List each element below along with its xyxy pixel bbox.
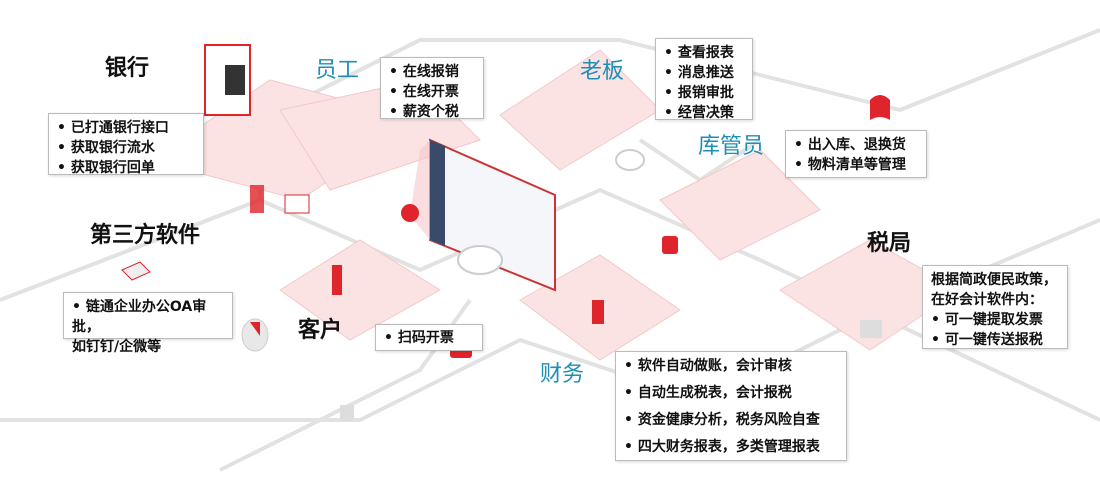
warehouse-tile (659, 149, 821, 261)
cloud-icon (457, 245, 503, 275)
boss-title: 老板 (580, 59, 625, 84)
employee-title: 员工 (315, 58, 360, 83)
shield-icon (662, 236, 678, 254)
database-icon (241, 318, 269, 352)
customer-person (332, 265, 342, 295)
employee-callout: 在线报销 在线开票 薪资个税 (380, 57, 484, 122)
warehouse-title: 库管员 (698, 134, 765, 159)
boss-callout: 查看报表 消息推送 报销审批 经营决策 (655, 38, 753, 123)
finance-item: 资金健康分析，税务风险自查 (624, 407, 838, 434)
tax-intro: 根据简政便民政策， (931, 272, 1057, 288)
tax-intro: 在好会计软件内： (931, 292, 1043, 308)
boss-item: 报销审批 (664, 83, 744, 103)
third-party-icon (121, 261, 151, 281)
red-flag-icon (870, 95, 890, 120)
customer-item: 扫码开票 (384, 328, 474, 348)
employee-item: 在线报销 (389, 62, 475, 82)
robot-icon (401, 204, 419, 222)
finance-item: 软件自动做账，会计审核 (624, 353, 838, 380)
bank-callout: 已打通银行接口 获取银行流水 获取银行回单 (48, 113, 204, 178)
boss-item: 查看报表 (664, 43, 744, 63)
tax-item: 可一键传送报税 (931, 330, 1059, 350)
warehouse-item: 物料清单等管理 (794, 155, 918, 175)
warehouse-item: 出入库、退换货 (794, 135, 918, 155)
tax-item: 可一键提取发票 (931, 310, 1059, 330)
laptop-icon (284, 194, 310, 214)
third-party-item: 链通企业办公OA审批， 如钉钉/企微等 (72, 297, 224, 357)
third-party-title: 第三方软件 (90, 223, 201, 248)
bank-title: 银行 (105, 56, 150, 81)
customer-callout: 扫码开票 (375, 324, 483, 351)
boss-item: 消息推送 (664, 63, 744, 83)
customer-title: 客户 (298, 318, 343, 343)
employee-item: 在线开票 (389, 82, 475, 102)
cloud-icon-2 (615, 149, 645, 171)
finance-item: 自动生成税表，会计报税 (624, 380, 838, 407)
finance-item: 四大财务报表，多类管理报表 (624, 434, 838, 461)
finance-callout: 软件自动做账，会计审核 自动生成税表，会计报税 资金健康分析，税务风险自查 四大… (615, 351, 847, 461)
tax-printer (860, 320, 882, 338)
finance-person (592, 300, 604, 324)
customer-tile (279, 239, 441, 341)
employee-item: 薪资个税 (389, 102, 475, 122)
third-party-callout: 链通企业办公OA审批， 如钉钉/企微等 (63, 292, 233, 355)
tax-callout: 根据简政便民政策， 在好会计软件内： 可一键提取发票 可一键传送报税 (922, 265, 1068, 349)
coin-stack-icon (250, 185, 264, 213)
bank-item: 获取银行回单 (57, 158, 195, 178)
boss-item: 经营决策 (664, 103, 744, 123)
warehouse-callout: 出入库、退换货 物料清单等管理 (785, 130, 927, 178)
connector-icon (340, 405, 354, 421)
finance-title: 财务 (540, 362, 585, 387)
tax-title: 税局 (867, 231, 912, 256)
bank-item: 已打通银行接口 (57, 118, 195, 138)
bank-item: 获取银行流水 (57, 138, 195, 158)
